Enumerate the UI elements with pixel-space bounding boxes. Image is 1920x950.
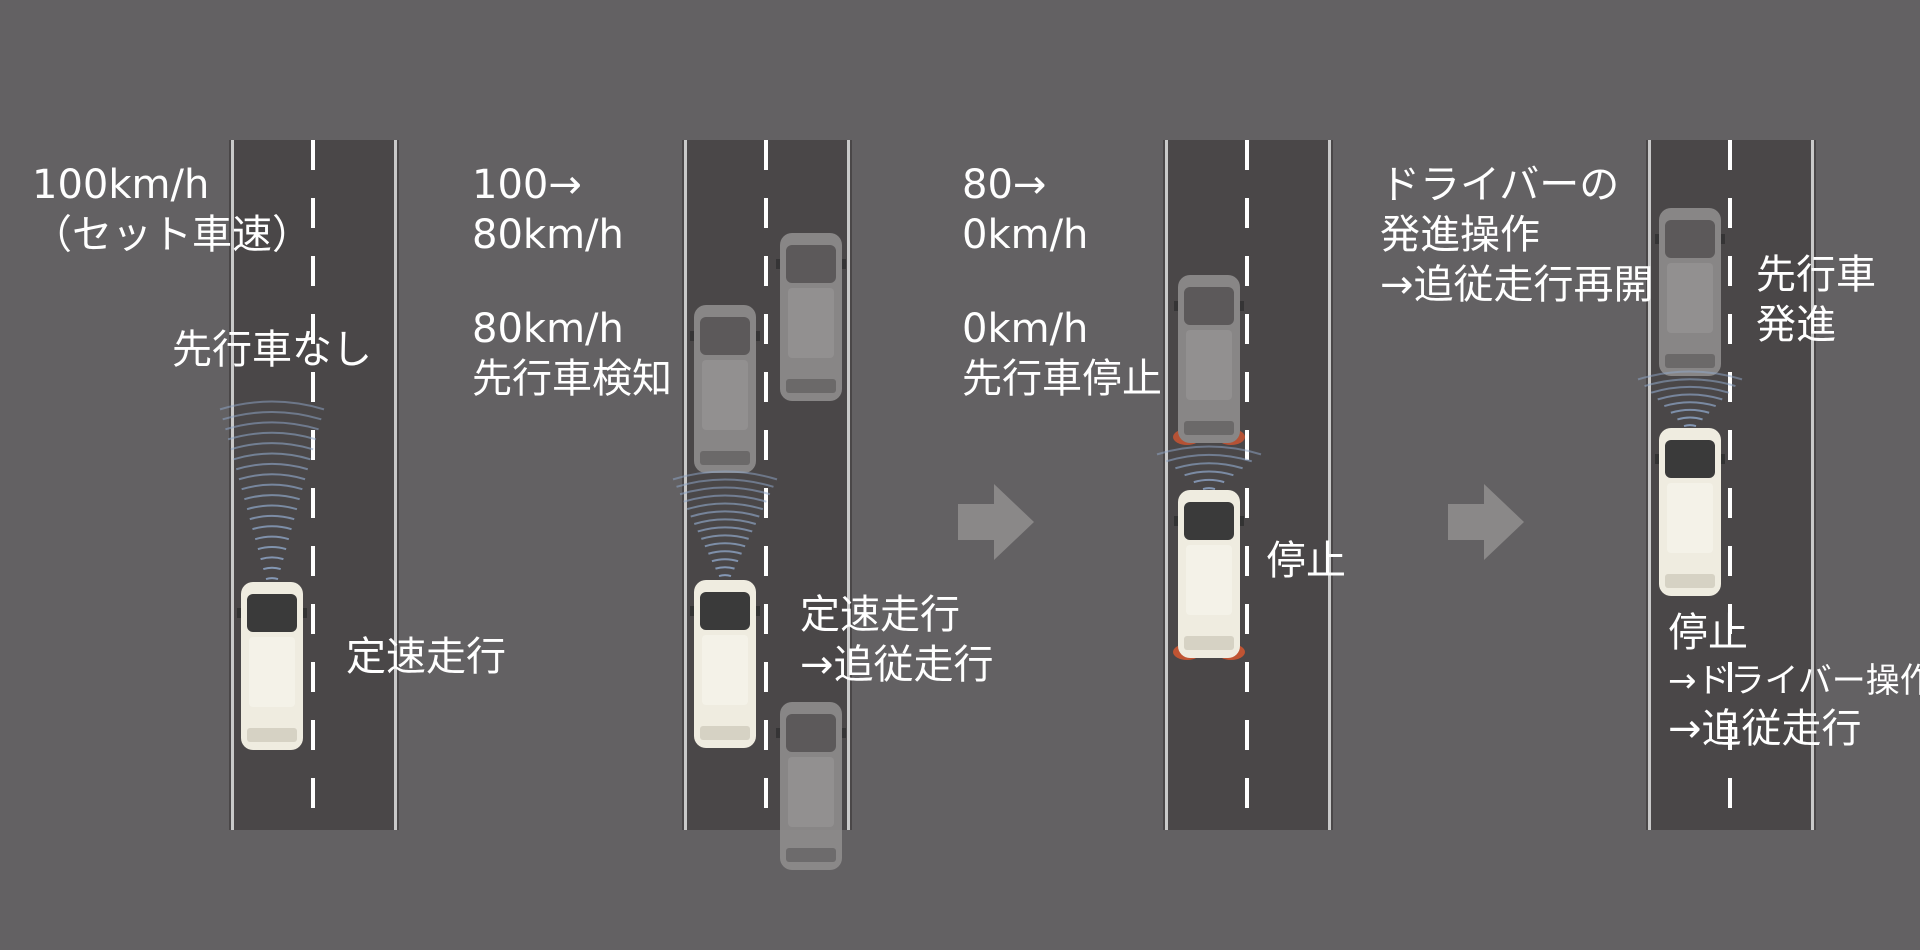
panel-1-status: 先行車なし xyxy=(172,327,372,373)
panel-1-action: 定速走行 xyxy=(346,634,506,680)
right-arrow-icon xyxy=(958,484,1034,560)
lead-car-icon xyxy=(1655,208,1725,376)
lead-car-icon xyxy=(776,702,846,870)
road-lane-3 xyxy=(1163,140,1333,830)
radar-wave-icon xyxy=(672,470,778,578)
radar-wave-icon xyxy=(1637,370,1743,428)
panel-3-action: 停止 xyxy=(1266,538,1346,584)
right-arrow-icon xyxy=(1448,484,1524,560)
own-car-icon xyxy=(1655,428,1725,596)
panel-1-speed: 100km/h（セット車速） xyxy=(32,162,312,258)
own-car-icon xyxy=(1173,490,1245,660)
panel-4-status: 先行車発進 xyxy=(1756,252,1876,348)
radar-wave-icon xyxy=(1156,445,1262,491)
panel-4-action: 停止 →ドライバー操作 →追従走行 xyxy=(1668,610,1920,752)
lead-car-icon xyxy=(690,305,760,473)
lead-car-icon xyxy=(1173,275,1245,445)
own-car-icon xyxy=(690,580,760,748)
panel-3-speed: 80→0km/h xyxy=(962,162,1089,258)
panel-2-action: 定速走行→追従走行 xyxy=(800,592,994,688)
own-car-icon xyxy=(237,582,307,750)
panel-4-speed: ドライバーの発進操作→追従走行再開 xyxy=(1380,162,1654,308)
radar-wave-icon xyxy=(219,400,325,581)
lead-car-icon xyxy=(776,233,846,401)
panel-2-speed: 100→80km/h xyxy=(472,162,624,258)
